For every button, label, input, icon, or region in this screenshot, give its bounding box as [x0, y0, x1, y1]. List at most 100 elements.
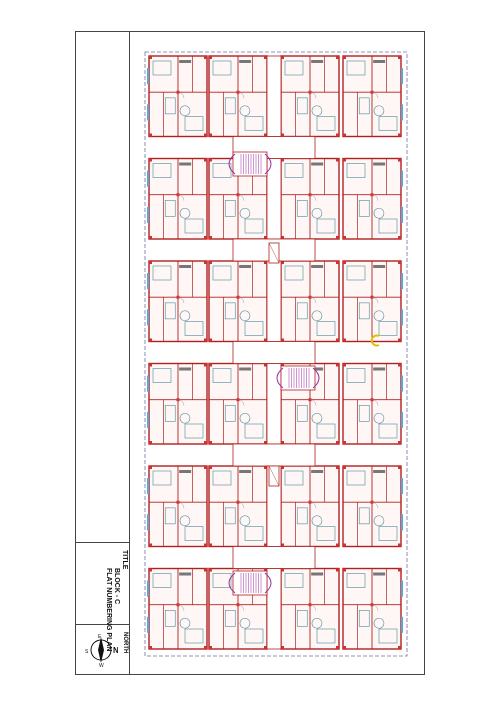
structural-column: [343, 646, 346, 649]
structural-column: [149, 158, 152, 162]
window-glazing: [147, 514, 149, 531]
sofa: [296, 200, 308, 217]
dining-table: [373, 105, 385, 117]
door-swing: [309, 194, 317, 201]
bed-furniture: [378, 218, 398, 234]
bed-furniture: [184, 116, 204, 131]
structural-column: [336, 543, 339, 547]
compass-w: W: [99, 663, 104, 668]
structural-column: [209, 363, 212, 367]
sofa: [164, 507, 176, 525]
bed-furniture: [212, 573, 232, 588]
sofa: [224, 302, 236, 320]
room-label-mark: [179, 572, 192, 576]
window-glazing: [147, 206, 149, 223]
bed-furniture: [244, 321, 264, 336]
structural-column: [209, 158, 212, 162]
stair-enclosure: [232, 570, 268, 596]
title-separator: [76, 542, 129, 543]
stair-arc: [264, 572, 272, 594]
structural-column: [398, 543, 401, 547]
flat-unit: [208, 260, 268, 343]
structural-column: [149, 466, 152, 469]
window-glazing: [147, 478, 149, 495]
structural-column: [204, 646, 207, 649]
bed-furniture: [346, 60, 366, 76]
bed-furniture: [244, 423, 264, 439]
lobby-connector: [232, 443, 316, 467]
bed-furniture: [316, 116, 336, 131]
window-glazing: [401, 478, 403, 495]
bed-furniture: [184, 321, 204, 336]
structural-column: [264, 133, 267, 137]
bed-furniture: [346, 470, 366, 486]
flat-unit: [280, 55, 340, 138]
door-swing: [309, 502, 317, 509]
structural-column: [343, 236, 346, 239]
sofa: [164, 302, 176, 320]
room-label-mark: [179, 265, 192, 268]
flat-unit: [208, 465, 268, 548]
circulation-cores: [228, 55, 320, 650]
door-swing: [177, 297, 185, 304]
sofa: [358, 610, 370, 627]
structural-column: [204, 466, 207, 469]
structural-column: [264, 363, 267, 367]
window-glazing: [401, 206, 403, 223]
dining-table: [311, 310, 323, 322]
room-label-mark: [373, 367, 386, 371]
bed-furniture: [244, 116, 264, 131]
title-block: TITLE BLOCK - C FLAT NUMBERING PLAN NORT…: [76, 32, 130, 674]
structural-column: [204, 133, 207, 137]
room-label-mark: [311, 265, 324, 268]
dining-table: [239, 105, 251, 117]
structural-column: [149, 261, 152, 264]
bed-furniture: [346, 368, 366, 383]
bed-furniture: [284, 60, 304, 76]
bed-furniture: [184, 218, 204, 234]
door-swing: [371, 297, 379, 304]
dining-table: [373, 207, 385, 219]
dining-table: [179, 105, 191, 117]
bed-furniture: [152, 470, 172, 486]
room-label-mark: [179, 162, 192, 166]
window-glazing: [401, 411, 403, 428]
window-glazing: [147, 273, 149, 290]
room-label-mark: [239, 367, 252, 371]
room-label-mark: [239, 470, 252, 473]
bed-furniture: [212, 265, 232, 281]
stair-enclosure: [232, 151, 268, 177]
room-label-mark: [373, 470, 386, 473]
structural-column: [209, 646, 212, 649]
lobby-connector: [232, 546, 316, 569]
structural-column: [343, 568, 346, 572]
door-swing: [237, 502, 245, 509]
structural-column: [336, 441, 339, 444]
structural-column: [336, 466, 339, 469]
door-swing: [177, 604, 185, 611]
structural-column: [209, 568, 212, 572]
structural-column: [398, 133, 401, 137]
sofa: [296, 610, 308, 627]
dining-table: [373, 310, 385, 322]
central-corridor: [266, 568, 282, 650]
door-swing: [371, 194, 379, 201]
stair-arc: [228, 153, 236, 175]
bed-furniture: [378, 628, 398, 644]
room-label-mark: [311, 470, 324, 473]
bed-furniture: [184, 423, 204, 439]
lobby-connector: [232, 341, 316, 364]
structural-column: [343, 441, 346, 444]
flat-unit: [280, 260, 340, 343]
structural-column: [209, 441, 212, 444]
bed-furniture: [212, 470, 232, 486]
window-glazing: [401, 104, 403, 121]
flat-unit: [342, 567, 403, 650]
dining-table: [373, 515, 385, 527]
window-glazing: [401, 580, 403, 597]
window-glazing: [147, 616, 149, 633]
staircase: [276, 365, 320, 391]
sofa: [164, 97, 176, 115]
bed-furniture: [378, 116, 398, 131]
flat-unit: [280, 157, 340, 240]
